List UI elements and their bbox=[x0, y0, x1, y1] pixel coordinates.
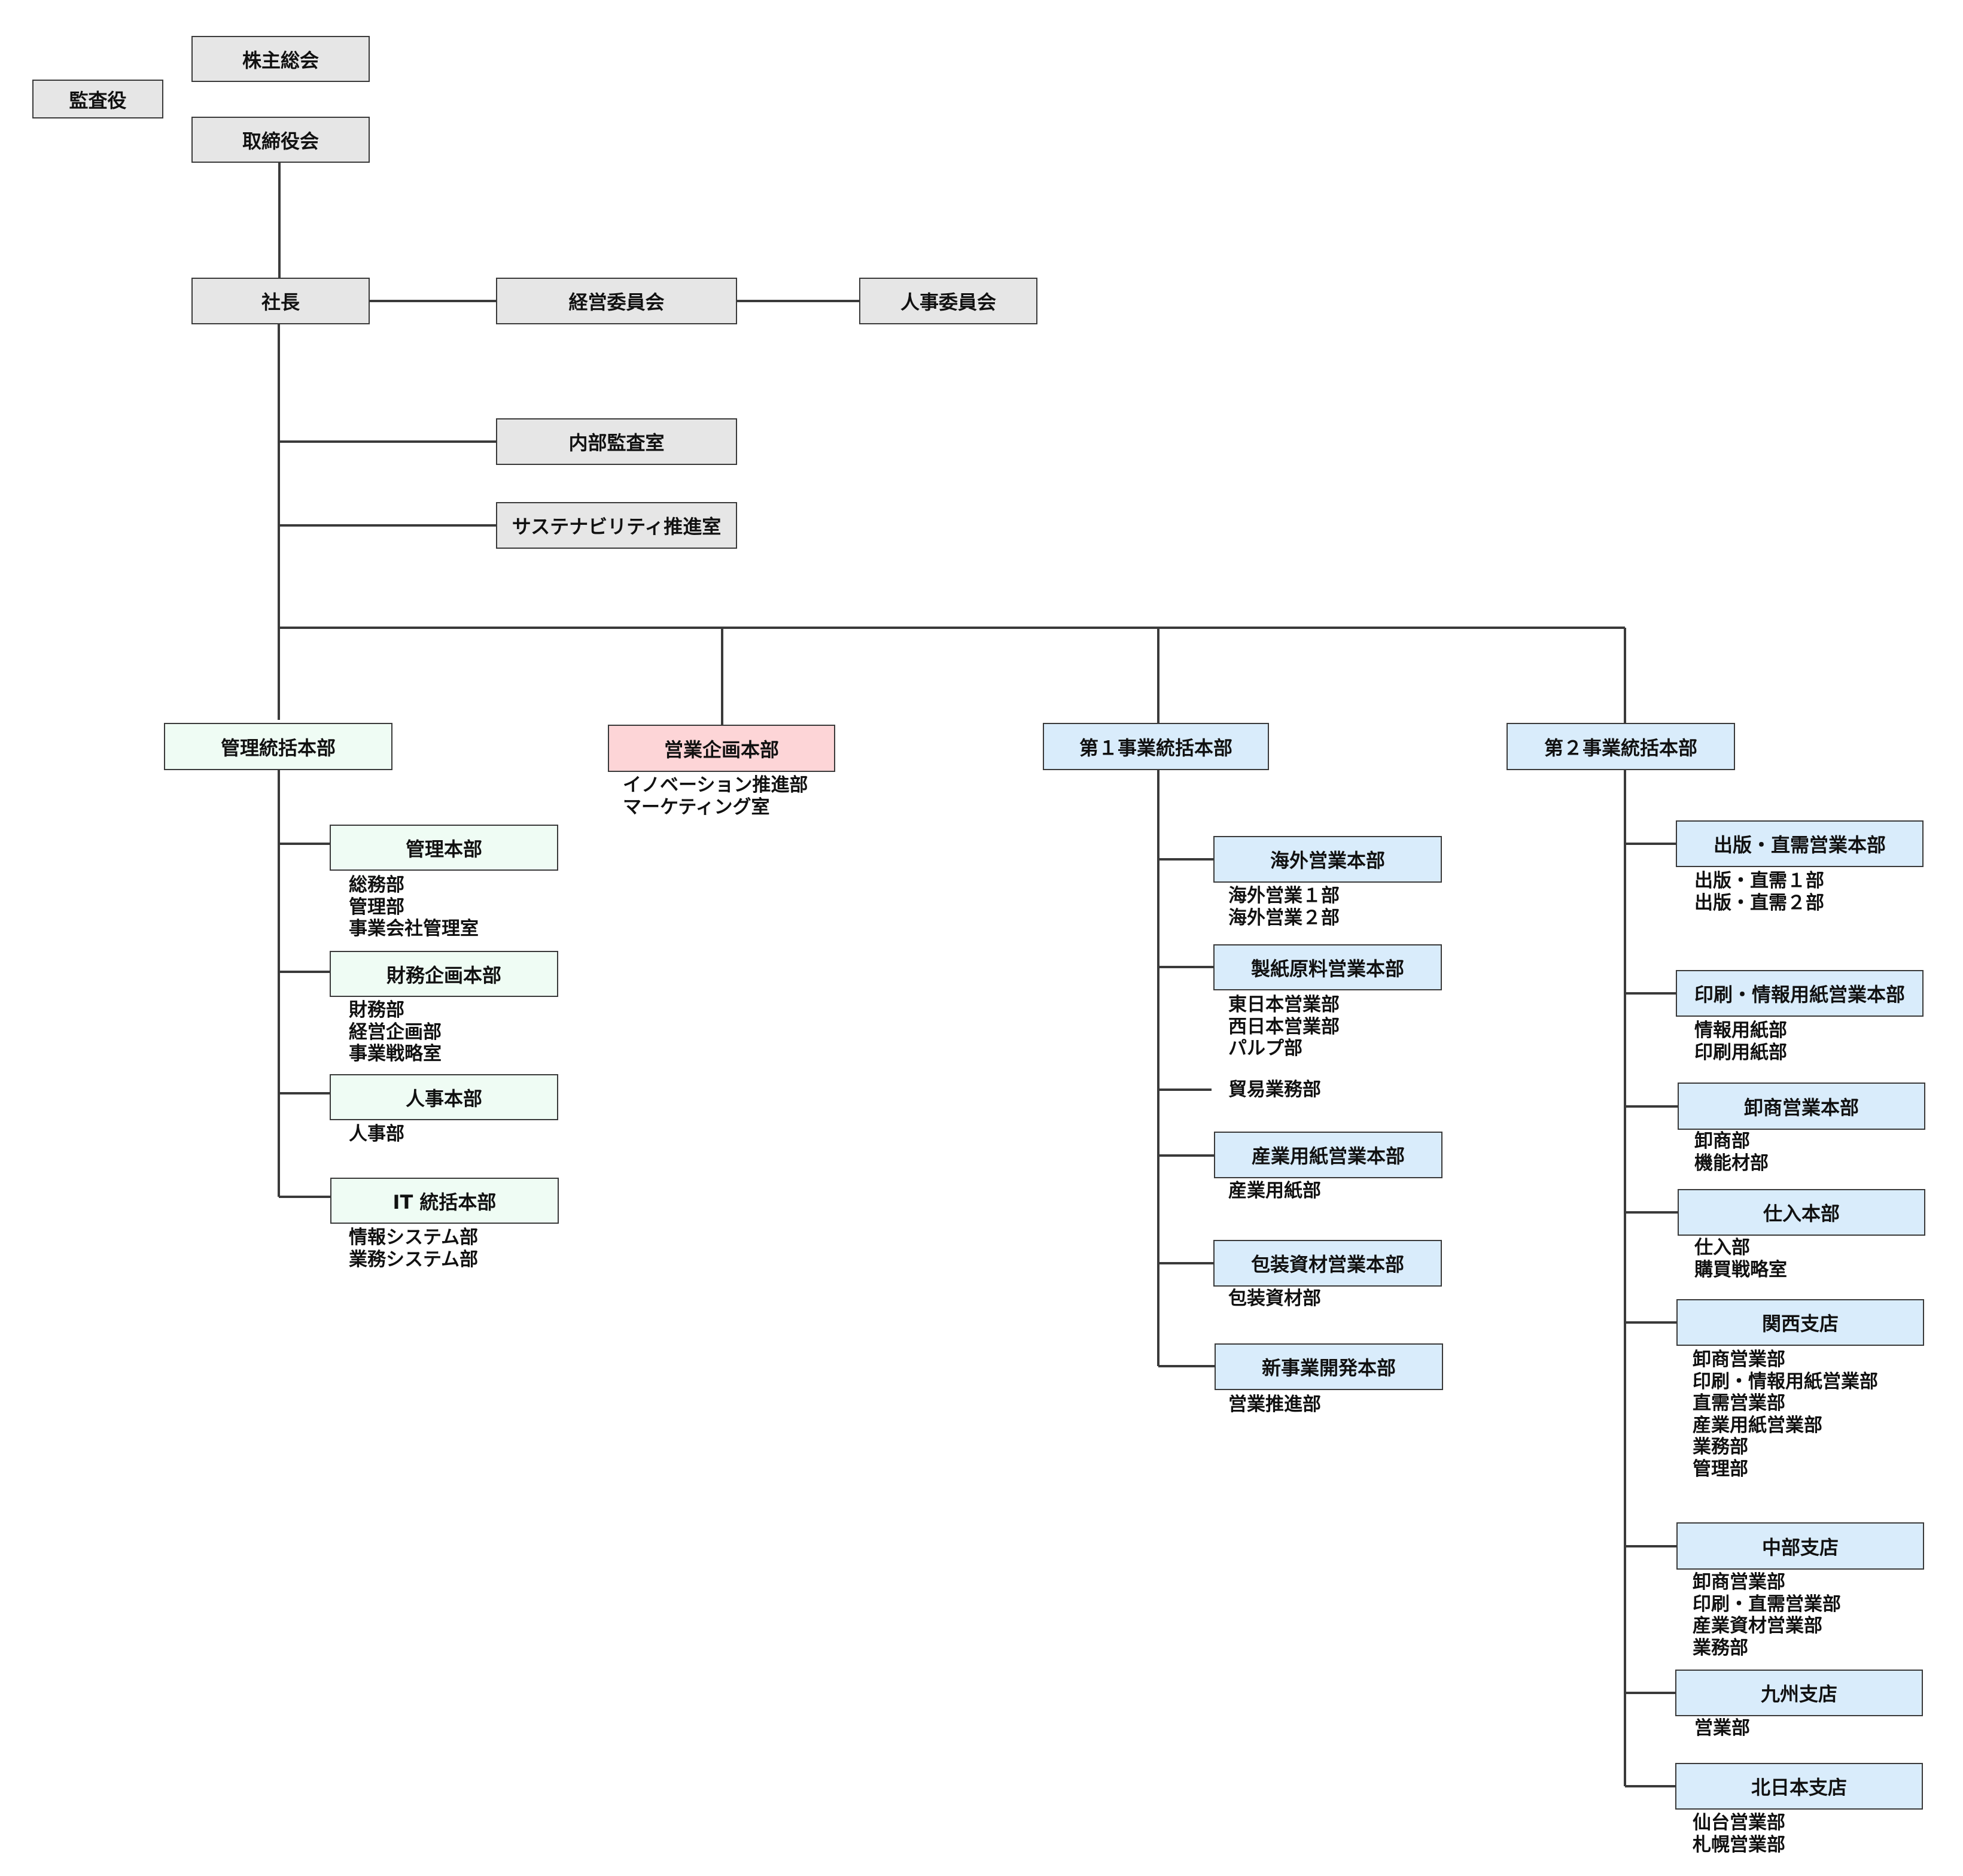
dept-list: 営業推進部 bbox=[1228, 1394, 1321, 1416]
hr-committee-box: 人事委員会 bbox=[859, 278, 1037, 324]
dept-item: 機能材部 bbox=[1694, 1152, 1769, 1174]
president-box: 社長 bbox=[191, 278, 370, 324]
dept-item: 仙台営業部 bbox=[1693, 1812, 1785, 1834]
dept-item: 札幌営業部 bbox=[1693, 1834, 1785, 1856]
dept-item: 財務部 bbox=[349, 999, 404, 1021]
unit-box: 九州支店 bbox=[1675, 1670, 1923, 1716]
unit-box: 海外営業本部 bbox=[1213, 836, 1442, 883]
unit-box: 産業用紙営業本部 bbox=[1214, 1132, 1442, 1178]
dept-item: 印刷用紙部 bbox=[1694, 1041, 1787, 1063]
dept-list: 営業部 bbox=[1694, 1717, 1750, 1740]
dept-item: 卸商部 bbox=[1694, 1130, 1750, 1152]
unit-box: 出版・直需営業本部 bbox=[1676, 820, 1924, 867]
dept-list: 卸商営業部 印刷・情報用紙営業部 直需営業部 産業用紙営業部 業務部 管理部 bbox=[1693, 1349, 1878, 1480]
dept-list: 仙台営業部 札幌営業部 bbox=[1693, 1812, 1785, 1856]
dept-item: 人事部 bbox=[349, 1123, 404, 1145]
sustainability-office-box: サステナビリティ推進室 bbox=[496, 502, 737, 549]
dept-item: 印刷・直需営業部 bbox=[1693, 1593, 1841, 1615]
dept-list: 総務部 管理部 事業会社管理室 bbox=[349, 874, 479, 940]
dept-item: 包装資材部 bbox=[1228, 1288, 1321, 1309]
dept-item: 業務システム部 bbox=[349, 1248, 479, 1270]
dept-item: 直需営業部 bbox=[1693, 1392, 1785, 1414]
dept-item: 営業推進部 bbox=[1228, 1394, 1321, 1415]
division-business-1: 第１事業統括本部 bbox=[1043, 723, 1269, 770]
unit-box: 管理本部 bbox=[330, 825, 558, 871]
division-sales-planning: 営業企画本部 bbox=[608, 725, 835, 772]
unit-box: 卸商営業本部 bbox=[1678, 1083, 1925, 1130]
unit-box: 関西支店 bbox=[1676, 1299, 1924, 1346]
dept-item: 業務部 bbox=[1693, 1637, 1748, 1659]
unit-box: 人事本部 bbox=[330, 1074, 558, 1120]
dept-item: 経営企画部 bbox=[349, 1021, 442, 1043]
dept-item: 東日本営業部 bbox=[1228, 994, 1340, 1015]
unit-box: 中部支店 bbox=[1676, 1522, 1924, 1570]
dept-list: 卸商部 機能材部 bbox=[1694, 1130, 1769, 1174]
dept-item: 業務部 bbox=[1693, 1436, 1748, 1458]
dept-list: 財務部 経営企画部 事業戦略室 bbox=[349, 999, 442, 1065]
dept-item: 仕入部 bbox=[1694, 1237, 1750, 1258]
dept-item: 卸商営業部 bbox=[1693, 1349, 1785, 1370]
dept-list: 海外営業１部 海外営業２部 bbox=[1228, 885, 1340, 929]
division-business-2: 第２事業統括本部 bbox=[1507, 723, 1735, 770]
dept-item: マーケティング室 bbox=[623, 796, 770, 818]
unit-box: IT 統括本部 bbox=[330, 1178, 559, 1224]
dept-item: 産業用紙部 bbox=[1228, 1180, 1321, 1202]
dept-item: パルプ部 bbox=[1228, 1038, 1302, 1059]
dept-list: 貿易業務部 bbox=[1228, 1079, 1321, 1101]
dept-item: 西日本営業部 bbox=[1228, 1015, 1340, 1038]
dept-list: イノベーション推進部 マーケティング室 bbox=[623, 774, 808, 818]
dept-item: 事業戦略室 bbox=[349, 1043, 442, 1065]
board-of-directors-box: 取締役会 bbox=[191, 117, 370, 163]
dept-list: 仕入部 購買戦略室 bbox=[1694, 1237, 1787, 1281]
dept-item: 産業用紙営業部 bbox=[1693, 1414, 1822, 1436]
dept-list: 包装資材部 bbox=[1228, 1288, 1321, 1310]
dept-item: イノベーション推進部 bbox=[623, 774, 808, 796]
dept-item: 卸商営業部 bbox=[1693, 1571, 1785, 1593]
dept-item: 購買戦略室 bbox=[1694, 1258, 1787, 1281]
dept-item: 産業資材営業部 bbox=[1693, 1615, 1822, 1637]
dept-item: 貿易業務部 bbox=[1228, 1079, 1321, 1100]
dept-item: 印刷・情報用紙営業部 bbox=[1693, 1370, 1878, 1392]
shareholders-meeting-box: 株主総会 bbox=[191, 36, 370, 82]
dept-list: 情報システム部 業務システム部 bbox=[349, 1227, 478, 1270]
dept-list: 出版・直需１部 出版・直需２部 bbox=[1694, 870, 1824, 914]
division-administration: 管理統括本部 bbox=[164, 723, 392, 770]
dept-item: 海外営業１部 bbox=[1228, 885, 1340, 907]
unit-box: 新事業開発本部 bbox=[1215, 1343, 1443, 1390]
dept-list: 卸商営業部 印刷・直需営業部 産業資材営業部 業務部 bbox=[1693, 1571, 1841, 1659]
dept-item: 情報システム部 bbox=[349, 1227, 479, 1248]
dept-item: 出版・直需１部 bbox=[1694, 870, 1824, 892]
unit-box: 印刷・情報用紙営業本部 bbox=[1676, 970, 1924, 1017]
dept-list: 東日本営業部 西日本営業部 パルプ部 bbox=[1228, 994, 1340, 1060]
unit-box: 仕入本部 bbox=[1678, 1189, 1925, 1236]
unit-box: 北日本支店 bbox=[1675, 1763, 1923, 1810]
dept-item: 海外営業２部 bbox=[1228, 907, 1340, 929]
unit-box: 包装資材営業本部 bbox=[1213, 1240, 1442, 1287]
dept-item: 営業部 bbox=[1694, 1717, 1750, 1739]
dept-list: 情報用紙部 印刷用紙部 bbox=[1694, 1020, 1787, 1063]
unit-box: 製紙原料営業本部 bbox=[1213, 944, 1442, 990]
dept-item: 総務部 bbox=[349, 874, 404, 896]
auditor-box: 監査役 bbox=[32, 80, 163, 118]
unit-box: 財務企画本部 bbox=[330, 951, 558, 997]
dept-list: 産業用紙部 bbox=[1228, 1180, 1321, 1202]
dept-item: 情報用紙部 bbox=[1694, 1020, 1787, 1041]
dept-item: 管理部 bbox=[1693, 1458, 1748, 1480]
management-committee-box: 経営委員会 bbox=[496, 278, 737, 324]
internal-audit-office-box: 内部監査室 bbox=[496, 418, 737, 465]
dept-item: 管理部 bbox=[349, 896, 404, 918]
dept-item: 事業会社管理室 bbox=[349, 918, 479, 939]
dept-list: 人事部 bbox=[349, 1123, 404, 1145]
dept-item: 出版・直需２部 bbox=[1694, 892, 1824, 914]
